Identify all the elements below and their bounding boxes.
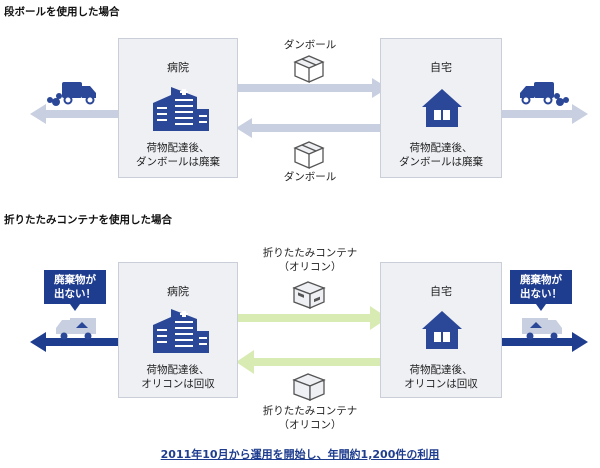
flow-label-bottom-section2: 折りたたみコンテナ （オリコン） — [240, 404, 380, 432]
house-icon-2 — [422, 311, 462, 349]
section1-title: 段ボールを使用した場合 — [4, 6, 120, 18]
arrow-home-waste-out — [502, 104, 588, 124]
callout-right-line2: 出ない！ — [520, 288, 562, 300]
flow-label-top-line2: （オリコン） — [278, 261, 342, 273]
hospital-building-icon — [153, 87, 209, 131]
home-box-section2: 自宅 荷物配達後、 オリコンは回収 — [380, 262, 502, 398]
arrow-home-to-hospital — [236, 118, 380, 138]
hospital-building-icon-2 — [153, 309, 209, 353]
home-note-line2: ダンボールは廃棄 — [399, 156, 483, 168]
flow-label-bottom-line2: （オリコン） — [278, 419, 342, 431]
callout-left-line2: 出ない！ — [54, 288, 96, 300]
home-note-2: 荷物配達後、 オリコンは回収 — [381, 363, 501, 391]
hospital-box-section2: 病院 荷物配達後、 オリコンは回収 — [118, 262, 238, 398]
arrow-home-to-hospital-green — [236, 350, 380, 374]
garbage-truck-icon-right — [520, 82, 569, 106]
flow-label-top-section1: ダンボール — [283, 39, 337, 51]
callout-no-waste-left: 廃棄物が 出ない！ — [44, 270, 106, 311]
arrow-hospital-to-home-green — [238, 306, 388, 330]
section1-arrows — [30, 78, 588, 138]
home-note-2-line1: 荷物配達後、 — [409, 364, 473, 376]
home-note-2-line2: オリコンは回収 — [404, 378, 478, 390]
flow-label-bottom-section1: ダンボール — [283, 171, 337, 183]
hospital-label-2: 病院 — [167, 285, 189, 298]
folding-container-icon-top — [292, 281, 326, 309]
arrow-home-out-navy — [502, 332, 588, 352]
hospital-label: 病院 — [167, 61, 189, 74]
garbage-truck-icon-left — [47, 82, 96, 106]
cardboard-box-icon-bottom — [293, 141, 325, 169]
hospital-box-section1: 病院 荷物配達後、 ダンボールは廃棄 — [118, 38, 238, 178]
callout-left-line1: 廃棄物が — [54, 274, 96, 286]
hospital-note-line1: 荷物配達後、 — [146, 142, 210, 154]
home-label: 自宅 — [430, 61, 452, 74]
arrow-hospital-to-home — [238, 78, 388, 98]
hospital-note-2-line1: 荷物配達後、 — [146, 364, 210, 376]
folding-container-icon-bottom — [292, 373, 326, 401]
arrow-hospital-out-navy — [30, 332, 118, 352]
home-label-2: 自宅 — [430, 285, 452, 298]
cardboard-box-icon-top — [293, 55, 325, 83]
hospital-note-2: 荷物配達後、 オリコンは回収 — [119, 363, 237, 391]
home-box-section1: 自宅 荷物配達後、 ダンボールは廃棄 — [380, 38, 502, 178]
flow-label-top-section2: 折りたたみコンテナ （オリコン） — [240, 246, 380, 274]
delivery-truck-icon-left — [56, 318, 96, 340]
home-note: 荷物配達後、 ダンボールは廃棄 — [381, 141, 501, 169]
delivery-truck-icon-right — [522, 318, 562, 340]
hospital-note-line2: ダンボールは廃棄 — [136, 156, 220, 168]
section2-title: 折りたたみコンテナを使用した場合 — [4, 214, 172, 226]
house-icon — [422, 89, 462, 127]
footer-note: 2011年10月から運用を開始し、年間約1,200件の利用 — [160, 448, 440, 461]
callout-right-line1: 廃棄物が — [520, 274, 562, 286]
hospital-note: 荷物配達後、 ダンボールは廃棄 — [119, 141, 237, 169]
flow-label-top-line1: 折りたたみコンテナ — [262, 247, 358, 259]
callout-no-waste-right: 廃棄物が 出ない！ — [510, 270, 572, 311]
flow-label-bottom-line1: 折りたたみコンテナ — [262, 405, 358, 417]
arrow-hospital-waste-out — [30, 104, 118, 124]
section2-arrows — [30, 306, 588, 374]
home-note-line1: 荷物配達後、 — [409, 142, 473, 154]
hospital-note-2-line2: オリコンは回収 — [141, 378, 215, 390]
